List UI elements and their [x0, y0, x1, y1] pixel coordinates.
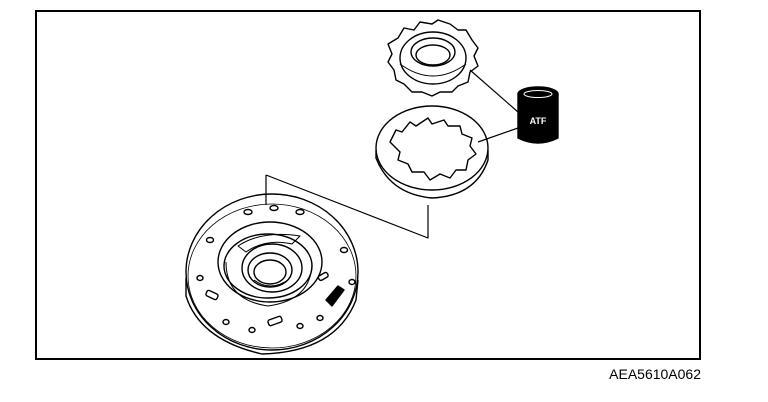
- atf-label: ATF: [530, 116, 547, 126]
- figure-caption: AEA5610A062: [609, 366, 701, 382]
- diagram-frame: [35, 10, 701, 360]
- leader-outer-gear-to-atf: [477, 127, 519, 143]
- inner-gear-teeth: [387, 19, 479, 97]
- outer-gear-inner-teeth: [389, 117, 477, 181]
- leader-inner-gear-to-atf: [469, 69, 519, 113]
- leader-lines: [265, 69, 519, 239]
- leader-housing-to-outer-gear: [265, 174, 429, 239]
- atf-container: ATF: [517, 86, 559, 144]
- inner-gear: [387, 19, 479, 97]
- outer-gear: [375, 105, 489, 199]
- oil-pump-housing: [185, 193, 359, 355]
